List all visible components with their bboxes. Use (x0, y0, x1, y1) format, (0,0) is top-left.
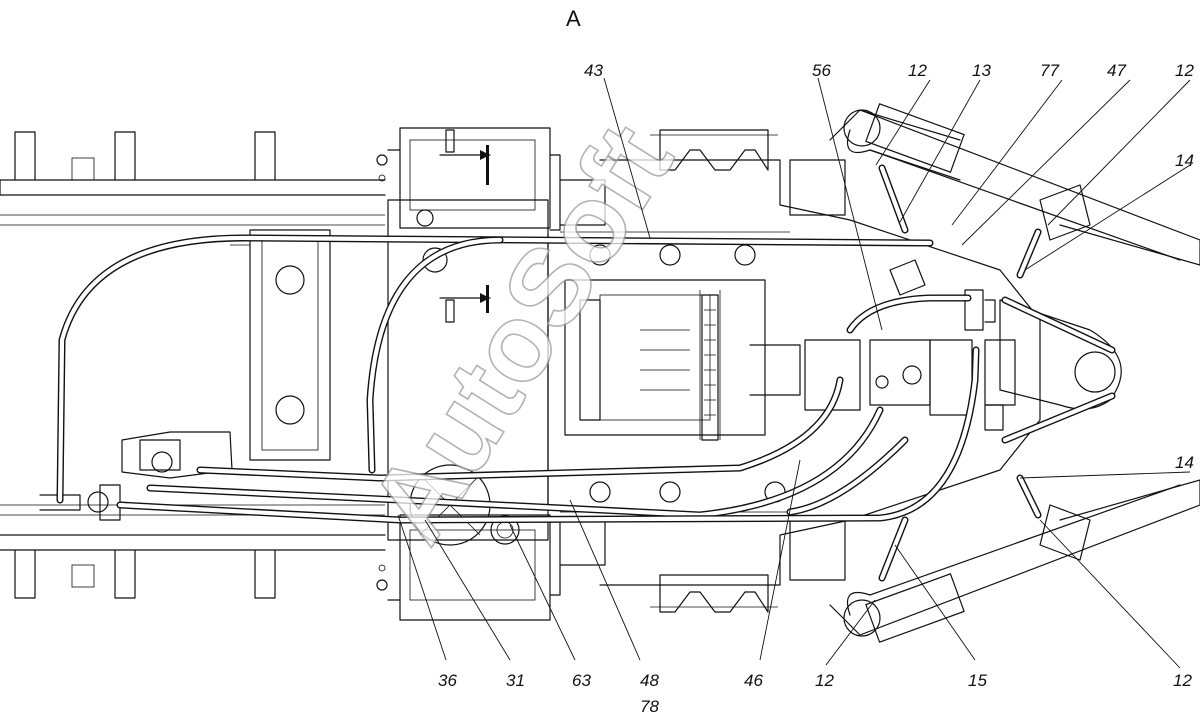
callout-12: 12 (908, 61, 927, 80)
callout-labels: 43 56 12 13 77 47 12 14 14 36 31 63 48 7… (438, 61, 1194, 716)
outrigger-beams (789, 103, 1200, 643)
callout-43: 43 (584, 61, 603, 80)
outrigger-pads (650, 129, 778, 613)
callout-14: 14 (1175, 151, 1194, 170)
callout-12: 12 (1175, 61, 1194, 80)
callout-63: 63 (572, 671, 591, 690)
control-valve-block (804, 259, 1016, 431)
callout-13: 13 (972, 61, 991, 80)
watermark: AutoSoft (346, 104, 696, 563)
callout-12: 12 (1173, 671, 1192, 690)
callout-56: 56 (812, 61, 831, 80)
platform-frame (376, 127, 1041, 621)
callout-46: 46 (744, 671, 763, 690)
view-label: A (566, 6, 581, 31)
callout-15: 15 (968, 671, 987, 690)
callout-47: 47 (1107, 61, 1126, 80)
callout-14: 14 (1175, 453, 1194, 472)
callout-48: 48 (640, 671, 659, 690)
callout-36: 36 (438, 671, 457, 690)
callout-77: 77 (1040, 61, 1059, 80)
hydraulic-hoses (56, 164, 1116, 582)
direction-arrows (439, 129, 491, 323)
chassis-frame (0, 131, 386, 599)
callout-31: 31 (506, 671, 525, 690)
callout-12: 12 (815, 671, 834, 690)
callout-leaders (397, 77, 1191, 669)
callout-78: 78 (640, 697, 659, 716)
